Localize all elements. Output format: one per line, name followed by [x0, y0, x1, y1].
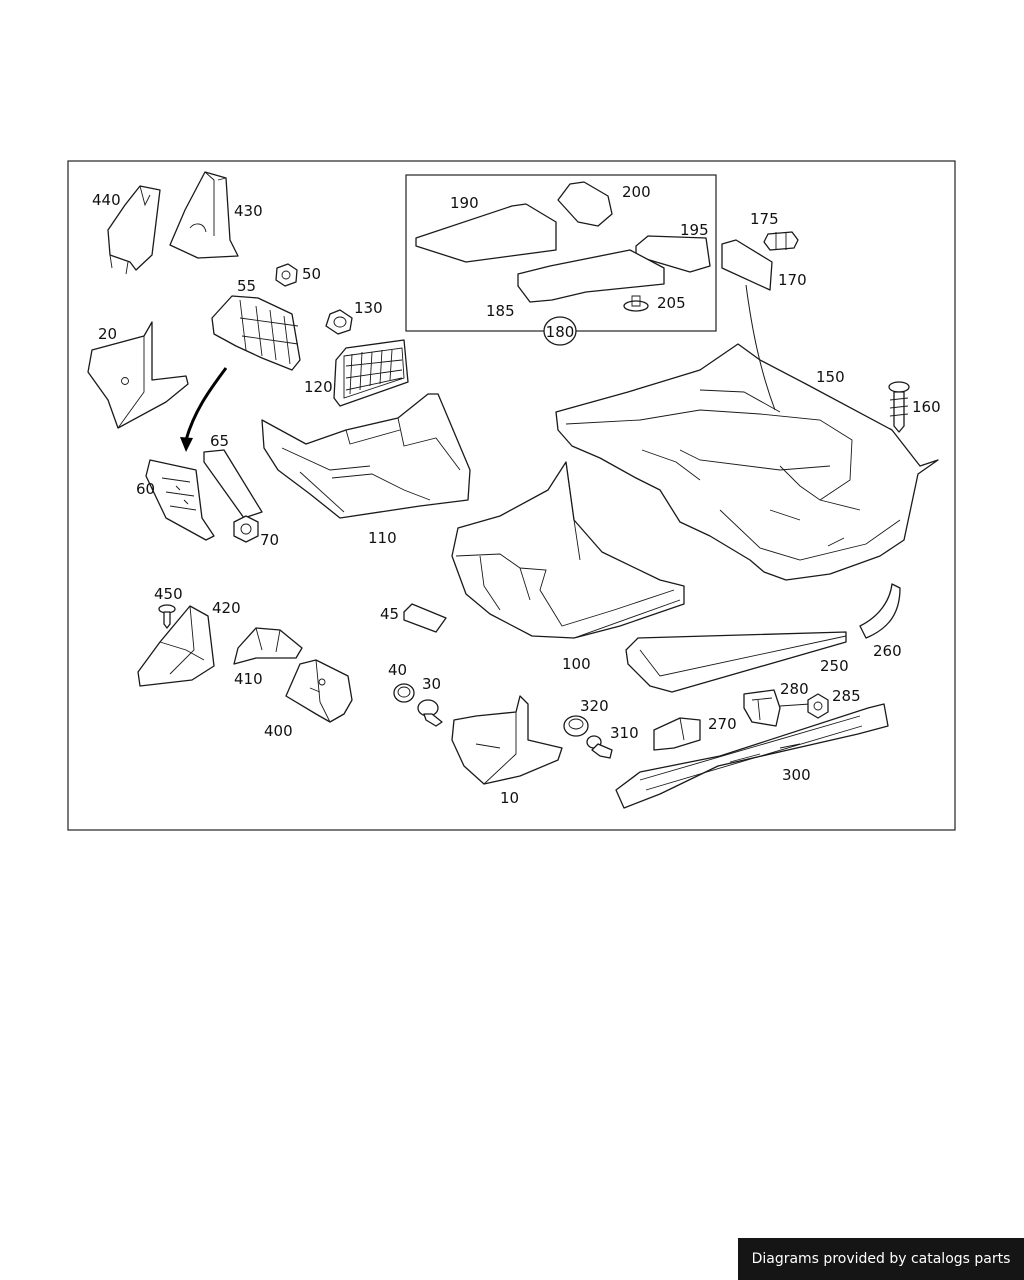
part-20-panel [87, 321, 189, 429]
part-410-bracket [233, 627, 303, 665]
label-195: 195 [680, 221, 709, 239]
label-440: 440 [92, 191, 121, 209]
part-260-arch [859, 583, 901, 639]
label-285: 285 [832, 687, 861, 705]
label-60: 60 [136, 480, 155, 498]
part-310-plug [586, 735, 613, 759]
part-300-rocker [615, 703, 889, 809]
leader-170 [745, 284, 776, 411]
part-40-grommet [393, 683, 415, 703]
label-70: 70 [260, 531, 279, 549]
label-250: 250 [820, 657, 849, 675]
part-175-clip [763, 231, 799, 251]
part-10-panel [451, 695, 563, 785]
part-400-bracket [285, 659, 353, 723]
label-55: 55 [237, 277, 256, 295]
label-450: 450 [154, 585, 183, 603]
label-260: 260 [873, 642, 902, 660]
part-50-nut [275, 263, 298, 287]
part-250-sill [625, 631, 847, 693]
part-100-rear-floor [451, 461, 685, 639]
leader-280 [779, 703, 811, 707]
label-205: 205 [657, 294, 686, 312]
part-30-plug [417, 699, 443, 727]
part-150-rear-floor [555, 343, 939, 581]
label-20: 20 [98, 325, 117, 343]
part-200-floor-mat [557, 181, 613, 227]
part-450-screw [158, 604, 176, 629]
label-120: 120 [304, 378, 333, 396]
part-205-clip [623, 295, 649, 312]
label-200: 200 [622, 183, 651, 201]
label-150: 150 [816, 368, 845, 386]
label-30: 30 [422, 675, 441, 693]
credit-banner: Diagrams provided by catalogs parts [738, 1238, 1024, 1280]
part-440-bracket [107, 185, 161, 275]
label-170: 170 [778, 271, 807, 289]
part-45-pad [403, 603, 447, 633]
label-65: 65 [210, 432, 229, 450]
label-45: 45 [380, 605, 399, 623]
label-190: 190 [450, 194, 479, 212]
label-320: 320 [580, 697, 609, 715]
part-160-clip [888, 381, 910, 433]
arrow-head [180, 437, 193, 452]
label-50: 50 [302, 265, 321, 283]
label-300: 300 [782, 766, 811, 784]
part-130-grommet [325, 309, 353, 335]
label-430: 430 [234, 202, 263, 220]
part-420-bracket [137, 605, 215, 687]
callout-circle-180 [543, 316, 577, 346]
part-190-floor-mat [415, 203, 557, 263]
curved-arrow [184, 367, 228, 441]
diagram-frame [67, 160, 956, 831]
part-65-plate [203, 449, 263, 519]
label-110: 110 [368, 529, 397, 547]
label-310: 310 [610, 724, 639, 742]
part-285-nut [807, 693, 829, 719]
label-130: 130 [354, 299, 383, 317]
label-40: 40 [388, 661, 407, 679]
label-280: 280 [780, 680, 809, 698]
part-320-grommet [563, 715, 589, 737]
label-180: 180 [546, 323, 575, 341]
label-10: 10 [500, 789, 519, 807]
part-60-panel [145, 459, 215, 541]
part-70-nut [233, 515, 259, 543]
label-100: 100 [562, 655, 591, 673]
part-270-bracket [653, 717, 701, 751]
part-430-bracket [169, 171, 239, 259]
part-185-floor-mat [517, 249, 665, 303]
part-280-bracket [743, 689, 781, 727]
label-400: 400 [264, 722, 293, 740]
label-185: 185 [486, 302, 515, 320]
label-410: 410 [234, 670, 263, 688]
label-175: 175 [750, 210, 779, 228]
label-160: 160 [912, 398, 941, 416]
part-55-cover [211, 295, 301, 371]
part-110-front-floor [261, 393, 471, 519]
label-420: 420 [212, 599, 241, 617]
part-120-mesh-cover [333, 339, 409, 407]
label-270: 270 [708, 715, 737, 733]
part-170-pad [721, 239, 773, 291]
